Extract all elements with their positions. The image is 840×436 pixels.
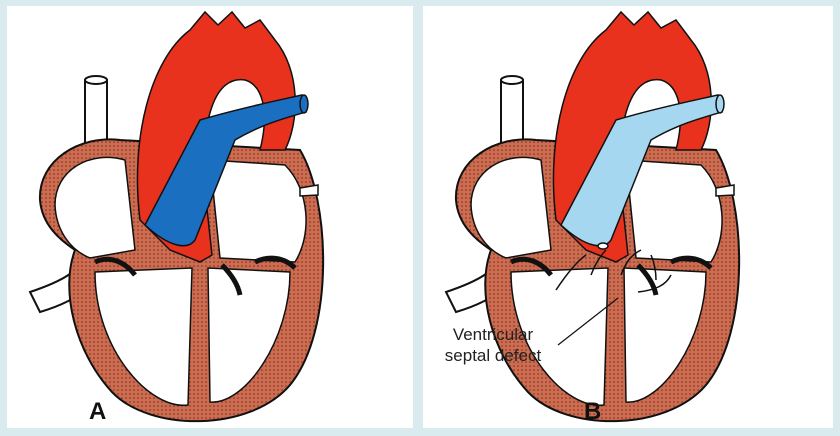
panel-label-b: B: [584, 398, 602, 425]
heart-normal-diagram: [7, 6, 413, 428]
pulmonary-artery: [560, 94, 723, 247]
panel-b: Ventricular septal defect B: [423, 6, 833, 428]
annotation-leader-line: [557, 297, 619, 346]
septal-defect: [597, 242, 609, 250]
vsd-annotation: Ventricular septal defect: [423, 324, 563, 366]
annotation-line-1: Ventricular: [452, 325, 534, 344]
annotation-line-2: septal defect: [444, 346, 542, 365]
flow-arrows: [555, 249, 672, 293]
pulmonary-artery: [144, 94, 307, 247]
panel-label-a: A: [89, 398, 107, 425]
heart-vsd-diagram: [423, 6, 833, 428]
panel-a: A: [7, 6, 413, 428]
